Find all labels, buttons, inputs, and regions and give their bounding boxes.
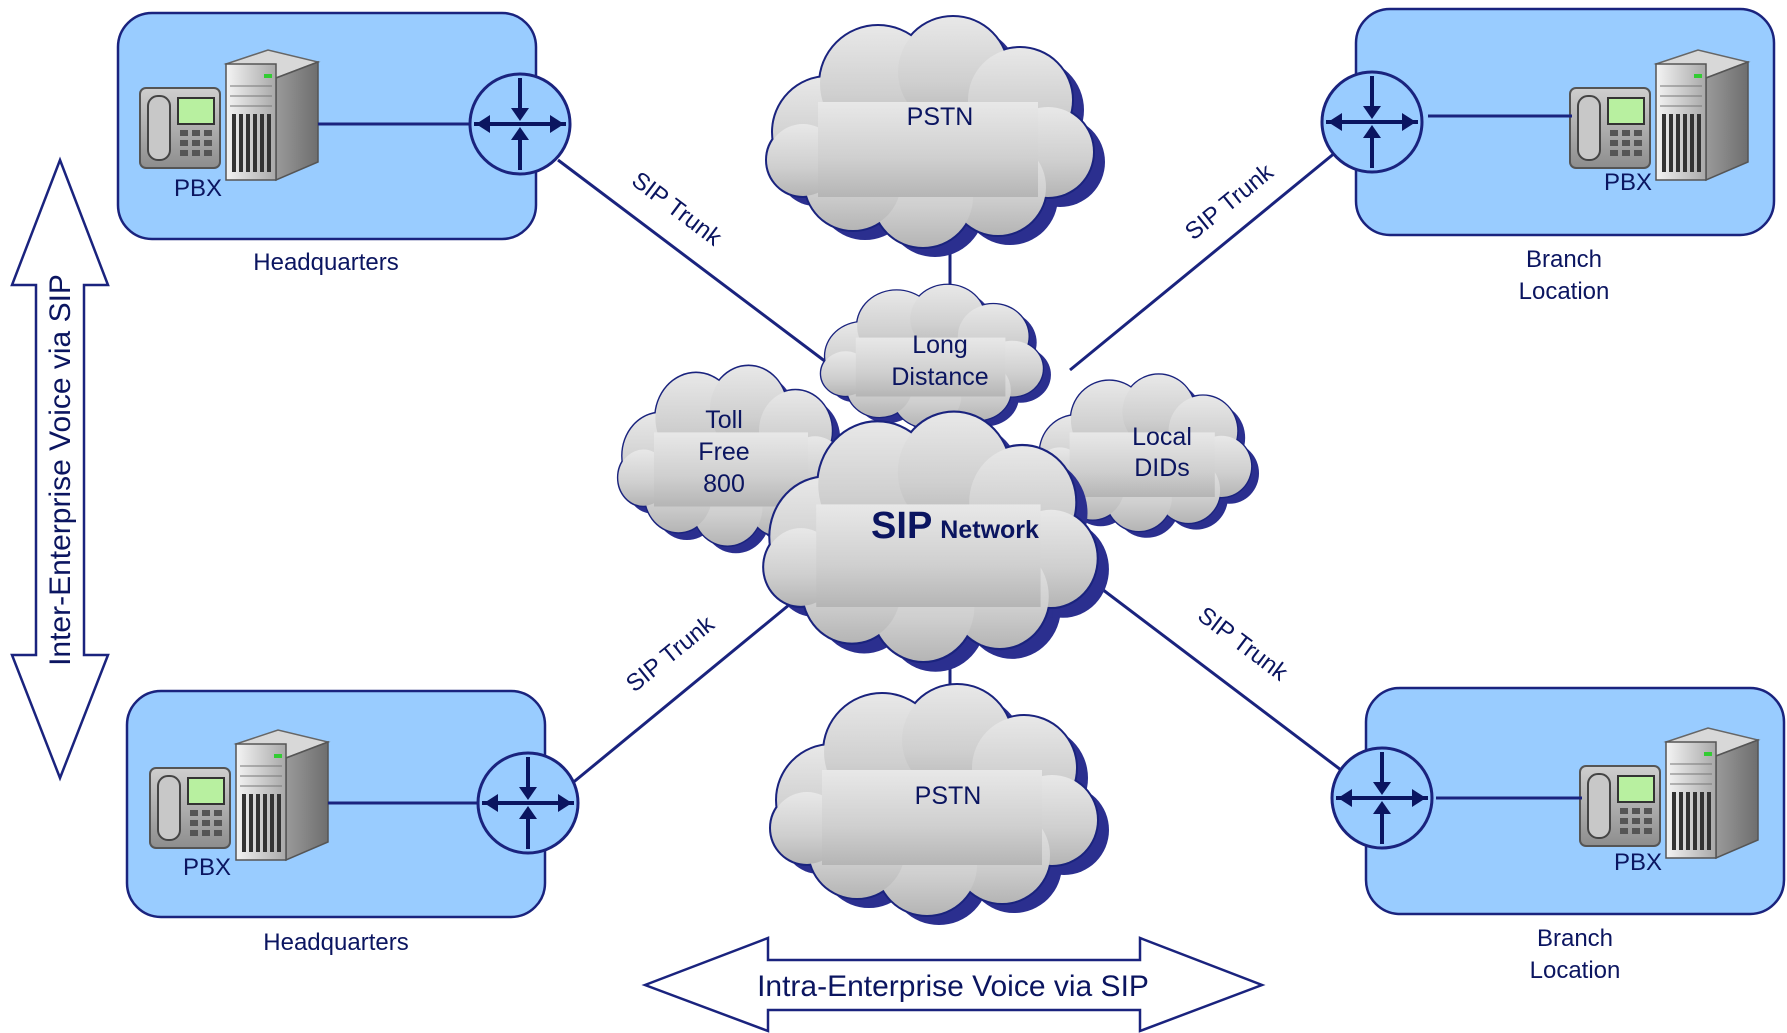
pbx-label: PBX: [183, 854, 231, 881]
router-icon: [468, 72, 572, 176]
trunk-label-top-right: SIP Trunk: [1180, 158, 1279, 246]
site-branch-bottom: PBX: [1330, 686, 1786, 916]
cloud-pstn-top-label: PSTN: [907, 103, 974, 131]
trunk-line-top-right: [1069, 150, 1337, 372]
cloud-toll-free-label-1: Toll: [705, 406, 743, 434]
cloud-long-distance-label-2: Distance: [891, 363, 988, 391]
pbx-label: PBX: [1614, 849, 1662, 876]
site-hq-bottom: PBX: [125, 689, 580, 919]
trunk-line-top-left: [557, 158, 831, 367]
site-hq-top: PBX: [116, 11, 572, 241]
trunk-line-bottom-left: [569, 598, 796, 787]
connection-lines: [557, 150, 1346, 787]
router-icon: [476, 751, 580, 855]
cloud-pstn-top: [767, 17, 1105, 257]
trunk-label-bottom-right: SIP Trunk: [1192, 602, 1293, 687]
site-name-branch-top-2: Location: [1519, 278, 1610, 305]
site-branch-top: PBX: [1320, 7, 1776, 237]
trunk-label-bottom-left: SIP Trunk: [621, 610, 720, 698]
pbx-label: PBX: [174, 175, 222, 202]
cloud-local-dids-label-2: DIDs: [1134, 454, 1190, 482]
cloud-local-dids-label-1: Local: [1132, 423, 1192, 451]
site-name-branch-bottom-1: Branch: [1537, 925, 1613, 952]
inter-enterprise-arrow: Inter-Enterprise Voice via SIP: [10, 156, 110, 782]
site-name-hq-bottom: Headquarters: [263, 929, 408, 956]
cloud-long-distance-label-1: Long: [912, 331, 968, 359]
trunk-label-top-left: SIP Trunk: [626, 167, 727, 252]
router-icon: [1330, 746, 1434, 850]
inter-enterprise-label: Inter-Enterprise Voice via SIP: [44, 274, 77, 666]
trunk-line-bottom-right: [1089, 578, 1346, 775]
intra-enterprise-label: Intra-Enterprise Voice via SIP: [757, 970, 1149, 1003]
router-icon: [1320, 70, 1424, 174]
cloud-toll-free-label-2: Free: [698, 438, 749, 466]
cloud-pstn-bottom-label: PSTN: [915, 782, 982, 810]
site-name-hq-top: Headquarters: [253, 249, 398, 276]
site-name-branch-bottom-2: Location: [1530, 957, 1621, 984]
pbx-label: PBX: [1604, 169, 1652, 196]
intra-enterprise-arrow: Intra-Enterprise Voice via SIP: [641, 936, 1266, 1033]
cloud-long-distance: [821, 285, 1051, 434]
site-name-branch-top-1: Branch: [1526, 246, 1602, 273]
cloud-toll-free-label-3: 800: [703, 470, 745, 498]
